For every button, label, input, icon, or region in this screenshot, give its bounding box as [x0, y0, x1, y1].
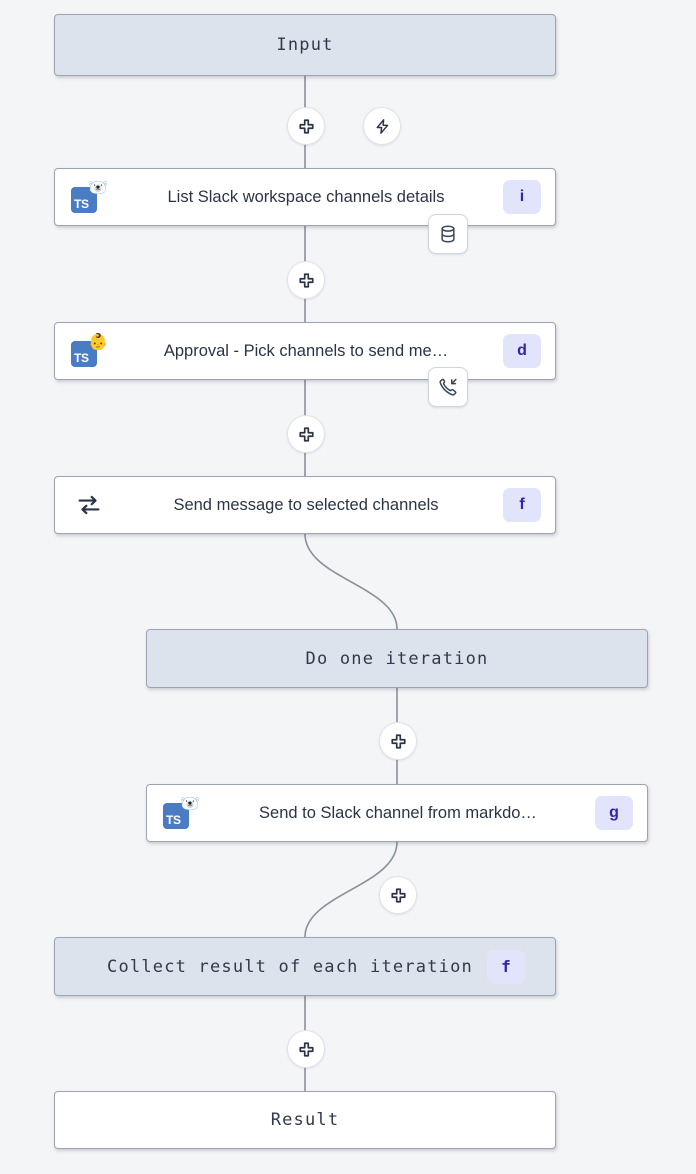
language-icon-typescript: TS 🐻‍❄️ — [161, 795, 201, 831]
resource-badge-database[interactable] — [428, 214, 468, 254]
node-send-to-slack[interactable]: TS 🐻‍❄️ Send to Slack channel from markd… — [146, 784, 648, 842]
node-send-message-loop[interactable]: Send message to selected channels f — [54, 476, 556, 534]
ts-tile: TS — [163, 803, 189, 829]
node-input[interactable]: Input — [54, 14, 556, 76]
node-approval-label: Approval - Pick channels to send me… — [163, 341, 449, 360]
ts-tile: TS — [71, 341, 97, 367]
plus-icon — [390, 733, 406, 749]
language-icon-typescript: TS 🐻‍❄️ — [69, 179, 109, 215]
database-icon — [441, 225, 455, 243]
plus-icon — [298, 118, 314, 134]
add-step-button-after-input[interactable] — [287, 107, 325, 145]
node-list-slack-channels[interactable]: TS 🐻‍❄️ List Slack workspace channels de… — [54, 168, 556, 226]
node-id-badge[interactable]: d — [503, 334, 541, 368]
add-trigger-button[interactable] — [363, 107, 401, 145]
node-id-badge[interactable]: f — [486, 949, 525, 984]
node-send-message-loop-label: Send message to selected channels — [173, 495, 439, 514]
emoji-badge: 🐻‍❄️ — [88, 180, 108, 197]
add-step-button-after-list[interactable] — [287, 261, 325, 299]
ts-tile: TS — [71, 187, 97, 213]
node-send-to-slack-label: Send to Slack channel from markdo… — [259, 803, 537, 822]
node-list-slack-channels-label: List Slack workspace channels details — [167, 187, 445, 206]
node-do-one-iteration-label: Do one iteration — [305, 648, 489, 669]
add-step-button-after-collect[interactable] — [287, 1030, 325, 1068]
add-step-button-inside-loop[interactable] — [379, 722, 417, 760]
plus-icon — [390, 887, 406, 903]
node-id-badge[interactable]: g — [595, 796, 633, 830]
resource-badge-approval[interactable] — [428, 367, 468, 407]
plus-icon — [298, 1041, 314, 1057]
node-input-label: Input — [276, 35, 334, 55]
plus-icon — [298, 272, 314, 288]
loop-icon — [78, 495, 100, 515]
phone-incoming-icon — [439, 378, 457, 396]
node-id-badge[interactable]: i — [503, 180, 541, 214]
emoji-badge: 🐻‍❄️ — [180, 796, 200, 813]
language-icon-typescript: TS 👶 — [69, 333, 109, 369]
forloop-icon-wrap — [69, 487, 109, 523]
add-step-button-after-send-slack[interactable] — [379, 876, 417, 914]
edge-send-to-iteration — [304, 533, 398, 630]
lightning-icon — [376, 118, 388, 134]
node-approval[interactable]: TS 👶 Approval - Pick channels to send me… — [54, 322, 556, 380]
node-collect-result[interactable]: Collect result of each iteration f — [54, 937, 556, 996]
emoji-badge: 👶 — [88, 334, 108, 351]
node-do-one-iteration[interactable]: Do one iteration — [146, 629, 648, 688]
node-id-badge[interactable]: f — [503, 488, 541, 522]
plus-icon — [298, 426, 314, 442]
add-step-button-after-approval[interactable] — [287, 415, 325, 453]
node-result-label: Result — [270, 1110, 340, 1130]
node-result[interactable]: Result — [54, 1091, 556, 1149]
node-collect-result-label: Collect result of each iteration — [107, 956, 473, 977]
